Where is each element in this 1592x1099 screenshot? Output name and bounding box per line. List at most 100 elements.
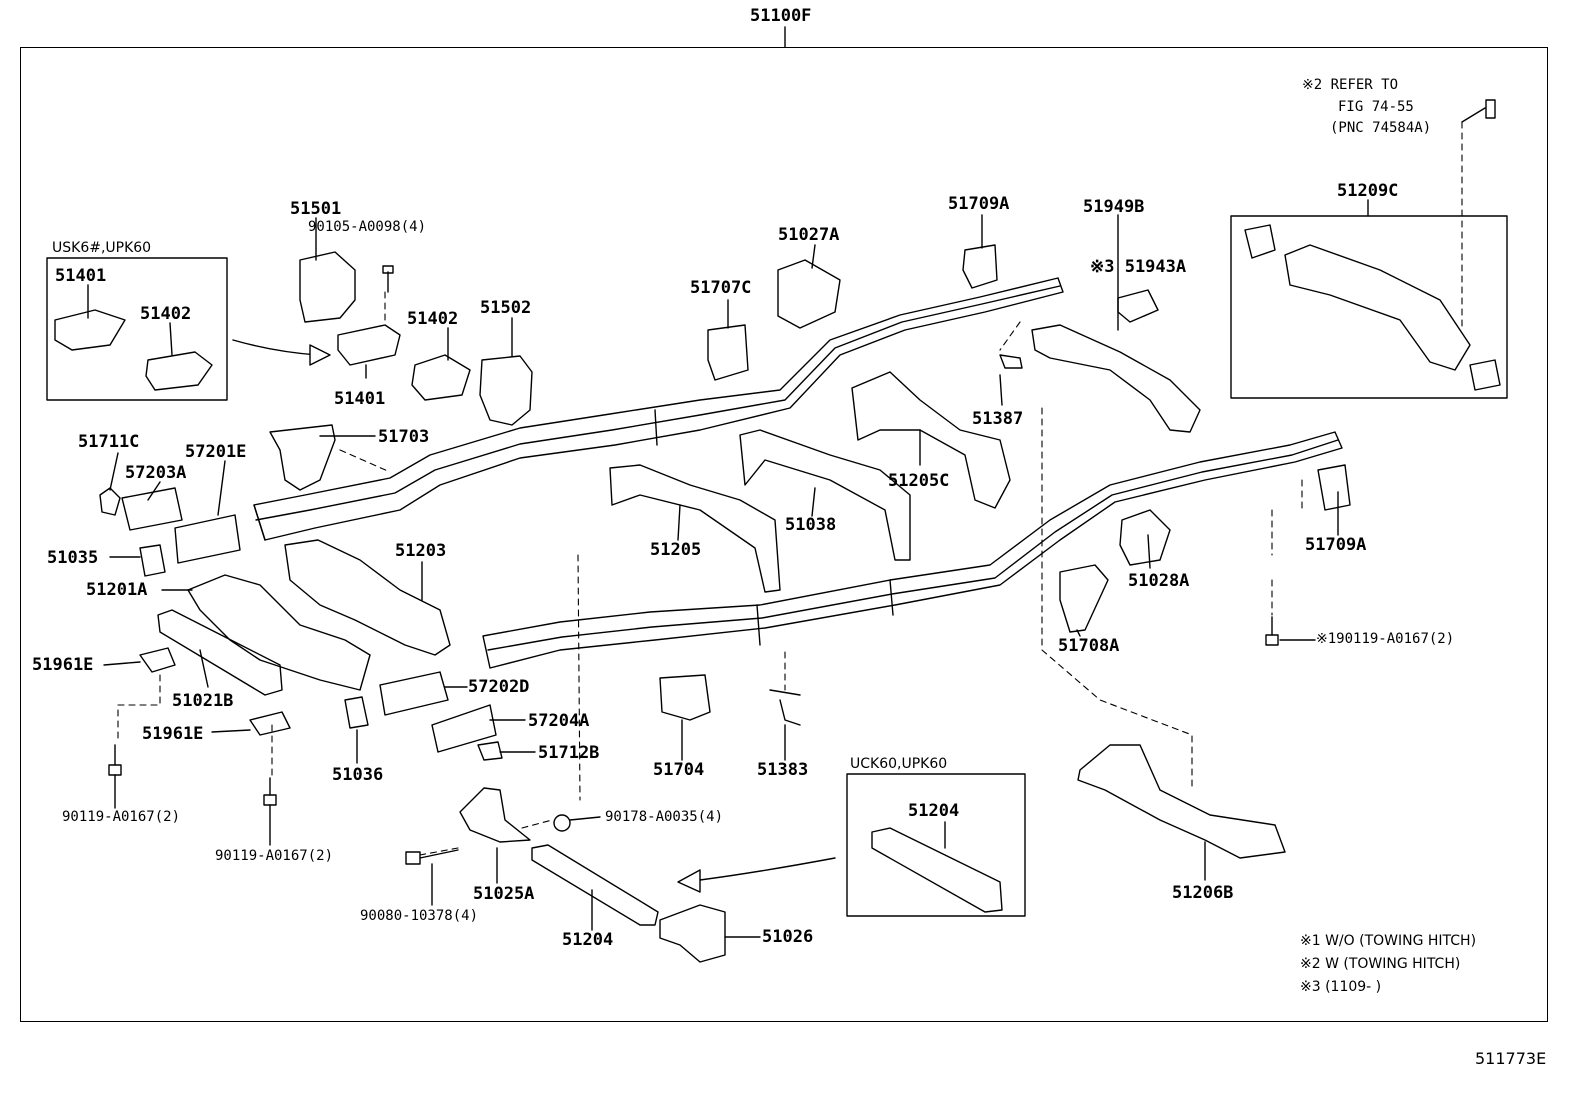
part-label-51204[interactable]: 51204 [562,930,614,950]
part-label-51943a[interactable]: ※3 51943A [1090,257,1187,277]
bracket-51703 [269,424,336,491]
part-label-57204a[interactable]: 57204A [528,711,590,731]
part-label-51026[interactable]: 51026 [762,927,814,947]
part-label-51036[interactable]: 51036 [332,765,384,785]
refer-note-line1: ※2 REFER TO [1302,77,1399,93]
part-label-51709a-2[interactable]: 51709A [1305,535,1367,555]
refer-note-line2: FIG 74-55 [1338,99,1414,115]
part-label-51708a[interactable]: 51708A [1058,636,1120,656]
bracket-51401b [337,324,401,366]
arrow-to-51204 [699,857,836,881]
part-label-51712b[interactable]: 51712B [538,743,600,763]
bracket-51707c [707,324,749,381]
part-label-51401-b[interactable]: 51401 [334,389,386,409]
part-label-51204-uck[interactable]: 51204 [908,801,960,821]
crossmember-51021b [157,609,283,696]
legend-note-3: ※3 (1109- ) [1300,979,1382,995]
part-label-51709a[interactable]: 51709A [948,194,1010,214]
bracket-51025a [459,787,531,843]
box-title-usk6-upk60: USK6#,UPK60 [52,240,152,256]
bracket-51402b [411,354,471,401]
bracket-51708a [1059,564,1109,633]
part-label-51711c[interactable]: 51711C [78,432,140,452]
box-51209c [1230,215,1508,399]
part-label-51035[interactable]: 51035 [47,548,99,568]
hitch-ref-symbol [1485,99,1496,119]
part-label-90119-a[interactable]: 90119-A0167(2) [62,809,181,825]
arrow-to-51401 [232,339,319,356]
part-label-57201e[interactable]: 57201E [185,442,247,462]
part-label-51704[interactable]: 51704 [653,760,705,780]
crossmember-51205 [609,464,781,593]
part-label-51027a[interactable]: 51027A [778,225,840,245]
part-label-51401[interactable]: 51401 [55,266,107,286]
bracket-51711c [99,487,121,516]
frame-rail-right [482,431,1343,669]
part-label-51038[interactable]: 51038 [785,515,837,535]
bracket-51026 [659,904,726,963]
part-label-90119-note[interactable]: ※190119-A0167(2) [1316,631,1455,647]
part-label-57202d[interactable]: 57202D [468,677,530,697]
part-label-51961e[interactable]: 51961E [32,655,94,675]
bracket-57204a [431,704,497,753]
part-label-51201a[interactable]: 51201A [86,580,148,600]
part-label-51021b[interactable]: 51021B [172,691,234,711]
part-label-51383[interactable]: 51383 [757,760,809,780]
part-label-90080[interactable]: 90080-10378(4) [360,908,479,924]
box-uck60-upk60 [846,773,1026,917]
figure-code: 511773E [1475,1049,1547,1068]
part-label-51501[interactable]: 51501 [290,199,342,219]
part-label-90119-b[interactable]: 90119-A0167(2) [215,848,334,864]
bracket-51712b [477,741,503,761]
crossmember-51205c [851,371,1011,509]
part-label-51206b[interactable]: 51206B [1172,883,1234,903]
part-label-51707c[interactable]: 51707C [690,278,752,298]
part-label-51402[interactable]: 51402 [140,304,192,324]
part-label-90105[interactable]: 90105-A0098(4) [308,219,427,235]
box-usk6-upk60 [46,257,228,401]
legend-note-2: ※2 W (TOWING HITCH) [1300,956,1461,972]
crossmember-51209c [1284,244,1471,371]
crossmember-51038 [739,429,911,561]
bracket-51028a [1119,509,1171,566]
bolt-51383 [769,689,801,726]
legend-note-1: ※1 W/O (TOWING HITCH) [1300,933,1477,949]
part-label-90178[interactable]: 90178-A0035(4) [605,809,724,825]
frame-rail-left [253,277,1064,541]
part-label-51502[interactable]: 51502 [480,298,532,318]
bracket-51709a-2 [1317,464,1351,511]
bracket-51027a [777,259,841,329]
nut-90178 [553,814,571,832]
part-label-51703[interactable]: 51703 [378,427,430,447]
part-label-57203a[interactable]: 57203A [125,463,187,483]
part-label-51203[interactable]: 51203 [395,541,447,561]
bolt-90119-2 [263,777,277,806]
bracket-51502 [479,355,533,426]
bracket-57202d [379,671,449,716]
part-label-51028a[interactable]: 51028A [1128,571,1190,591]
crossmember-51201a [187,574,371,691]
part-label-51402-b[interactable]: 51402 [407,309,459,329]
box-title-uck60-upk60: UCK60,UPK60 [850,756,948,772]
bracket-51943a [1117,289,1159,323]
part-label-51209c[interactable]: 51209C [1337,181,1399,201]
part-label-51205[interactable]: 51205 [650,540,702,560]
part-label-51025a[interactable]: 51025A [473,884,535,904]
part-label-51949b[interactable]: 51949B [1083,197,1145,217]
crossmember-51203 [284,539,451,656]
crossmember-51949b [1031,324,1201,433]
grommet-1 [1244,224,1276,259]
cushion-51961e-2 [249,711,291,736]
part-label-51205c[interactable]: 51205C [888,471,950,491]
bracket-51402a [145,351,213,391]
bolt-90119-3 [1265,616,1279,646]
part-label-51961e-2[interactable]: 51961E [142,724,204,744]
part-label-51387[interactable]: 51387 [972,409,1024,429]
crossmember-51204 [531,844,659,926]
bracket-51709a [962,244,998,289]
assembly-frame-border [20,47,1548,1022]
bolt-90119-1 [108,744,122,776]
bolt-90105 [382,265,394,293]
crossmember-51206b [1077,744,1286,859]
